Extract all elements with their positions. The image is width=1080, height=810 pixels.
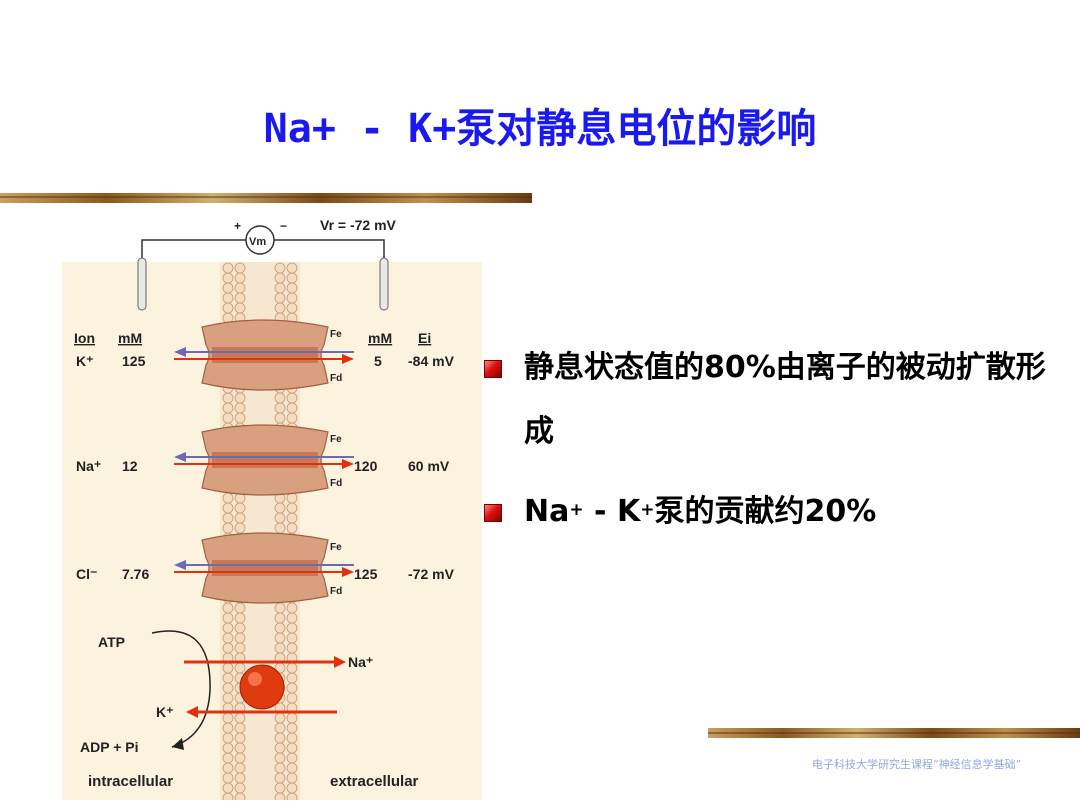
fe-arrowhead (174, 560, 186, 570)
voltmeter: Vm + − Vr = -72 mV (137, 217, 397, 311)
channel-pore (212, 347, 318, 363)
extracellular-label: extracellular (330, 773, 419, 790)
pump-k-label: K⁺ (156, 704, 174, 720)
bullet-2-sup1: + (569, 500, 584, 520)
adp-label: ADP + Pi (80, 739, 139, 755)
bullet-2-mid: - K (583, 494, 641, 529)
col-mm: mM (118, 330, 142, 346)
na-k-pump-diagram: Vm + − Vr = -72 mV Ion mM mM Ei K⁺ 125 5 -8… (62, 217, 482, 800)
footer-course: 电子科技大学研究生课程“神经信息学基础” (812, 758, 1022, 771)
fe-label: Fe (330, 542, 342, 553)
fd-label: Fd (330, 586, 342, 597)
col-ion: Ion (74, 330, 95, 346)
intracellular-label: intracellular (88, 773, 173, 790)
col-mm-ext: mM (368, 330, 392, 346)
bullet-2-sup2: + (640, 500, 655, 520)
atp-label: ATP (98, 634, 125, 650)
bullet-1: 静息状态值的80%由离子的被动扩散形成 (484, 336, 1064, 464)
fd-arrowhead (342, 459, 354, 469)
ion-in-conc: 125 (122, 353, 146, 369)
pump: ATP Na⁺ K⁺ ADP + Pi intracellular extrac… (80, 630, 419, 790)
ion-eq-potential: -72 mV (408, 566, 455, 582)
ion-name: Na⁺ (76, 458, 101, 474)
ion-eq-potential: 60 mV (408, 458, 450, 474)
fd-label: Fd (330, 478, 342, 489)
fe-label: Fe (330, 329, 342, 340)
fe-arrowhead (174, 347, 186, 357)
ion-in-conc: 7.76 (122, 566, 149, 582)
minus-sign: − (280, 219, 287, 233)
bullet-1-text: 静息状态值的80%由离子的被动扩散形成 (524, 350, 1046, 449)
col-ei: Ei (418, 330, 431, 346)
ion-in-conc: 12 (122, 458, 138, 474)
fe-arrowhead (174, 452, 186, 462)
bullet-list: 静息状态值的80%由离子的被动扩散形成 Na+ - K+泵的贡献约20% (484, 336, 1064, 560)
channel-pore (212, 560, 318, 576)
bottom-decor-bar (708, 728, 1080, 738)
ion-eq-potential: -84 mV (408, 353, 455, 369)
bullet-2-post: 泵的贡献约20% (654, 494, 877, 529)
ion-out-conc: 120 (354, 458, 378, 474)
ion-name: Cl⁻ (76, 566, 97, 582)
ion-out-conc: 125 (354, 566, 378, 582)
fe-label: Fe (330, 434, 342, 445)
bullet-2: Na+ - K+泵的贡献约20% (484, 492, 1064, 532)
bullet-2-pre: Na (524, 494, 570, 529)
fd-arrowhead (342, 354, 354, 364)
fd-arrowhead (342, 567, 354, 577)
plus-sign: + (234, 219, 241, 233)
vm-label: Vm (249, 236, 266, 248)
bullet-marker (484, 360, 502, 378)
slide-title: Na+ - K+泵对静息电位的影响 (263, 106, 817, 152)
pump-na-label: Na⁺ (348, 654, 373, 670)
ion-out-conc: 5 (374, 353, 382, 369)
bullet-marker (484, 504, 502, 522)
fd-label: Fd (330, 373, 342, 384)
channel-pore (212, 452, 318, 468)
ion-name: K⁺ (76, 353, 94, 369)
top-decor-bar (0, 193, 532, 203)
vr-label: Vr = -72 mV (320, 217, 397, 233)
